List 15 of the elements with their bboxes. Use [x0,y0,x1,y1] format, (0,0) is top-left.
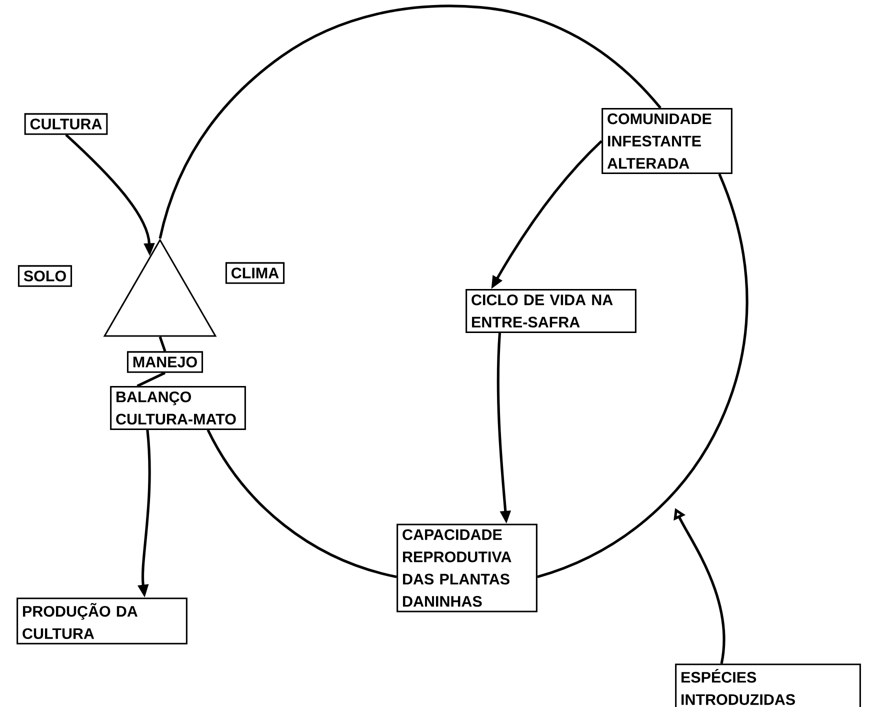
process-box: BALANÇO CULTURA-MATO [110,386,246,430]
process-box: CICLO DE VIDA NA ENTRE-SAFRA [466,289,636,333]
process-box: COMUNIDADE INFESTANTE ALTERADA [602,108,732,174]
process-box: ESPÉCIES INTRODUZIDAS [675,664,861,707]
connector-line [158,336,166,352]
process-box: CAPACIDADE REPRODUTIVA DAS PLANTAS DANINHAS [396,524,538,612]
label-box: CLIMA [225,262,285,284]
process-box: PRODUÇÃO DA CULTURA [16,598,188,644]
connector-line [158,4,662,239]
label-box: MANEJO [126,351,204,373]
connector-line [136,372,166,388]
label-box: SOLO [18,265,72,287]
connector-line [537,174,748,578]
label-box: CULTURA [24,113,108,135]
connector-line [206,429,397,578]
